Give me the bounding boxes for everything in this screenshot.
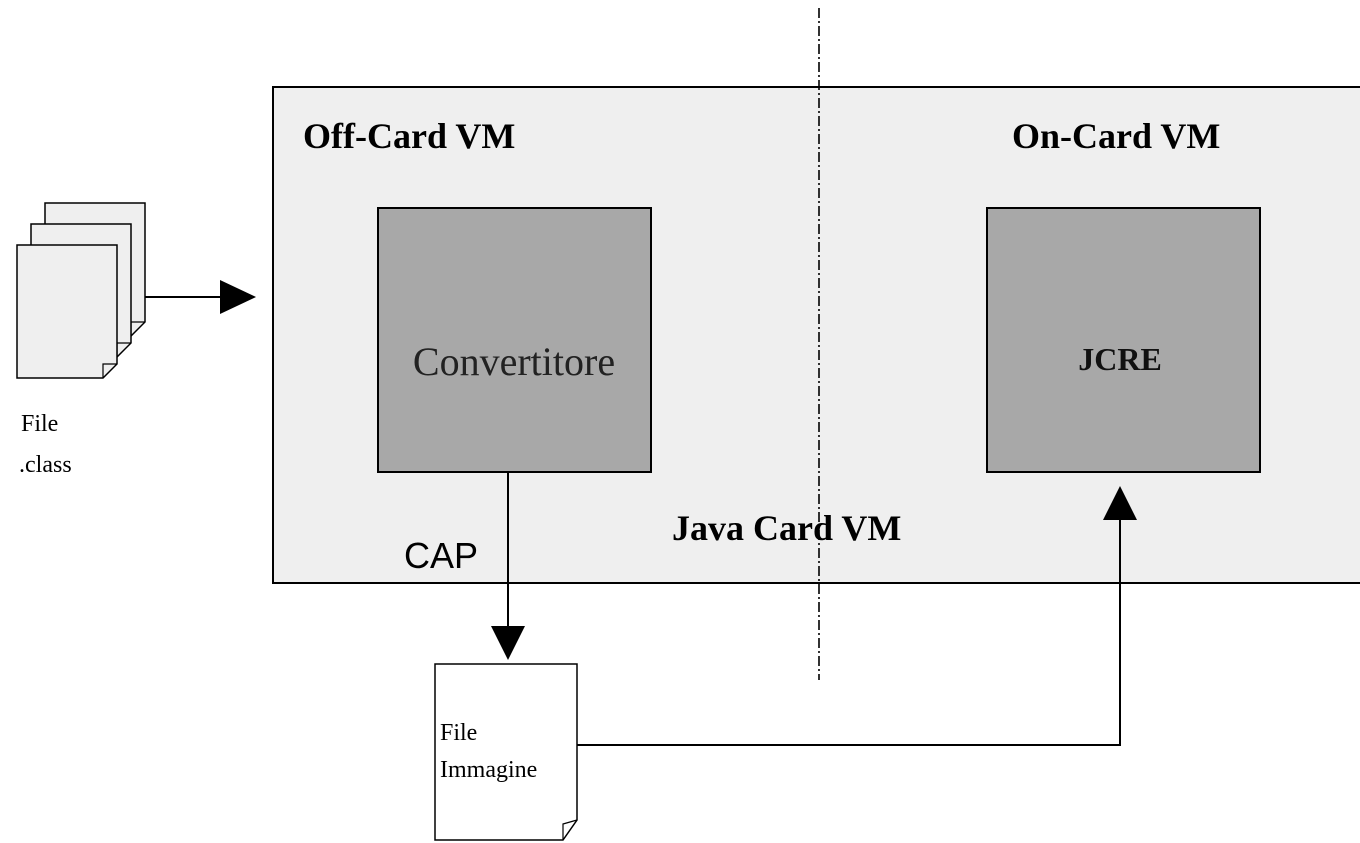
java-card-vm-label: Java Card VM (672, 508, 901, 548)
converter-to-image-arrow (491, 472, 525, 660)
image-file-label-line2: Immagine (440, 757, 537, 783)
class-files-label-line1: File (21, 411, 58, 437)
cap-label: CAP (404, 535, 478, 576)
converter-label: Convertitore (413, 339, 615, 384)
class-files-label-line2: .class (19, 452, 72, 478)
class-to-vm-arrow (145, 280, 256, 314)
converter-box (377, 207, 652, 473)
image-to-jcre-arrow (577, 486, 1137, 746)
class-files-icon (16, 202, 146, 379)
image-file-icon (434, 663, 578, 841)
image-file-label-line1: File (440, 720, 477, 746)
off-card-vm-label: Off-Card VM (303, 116, 515, 156)
jcre-box (986, 207, 1261, 473)
jcre-label: JCRE (1078, 341, 1162, 377)
on-card-vm-label: On-Card VM (1012, 116, 1220, 156)
